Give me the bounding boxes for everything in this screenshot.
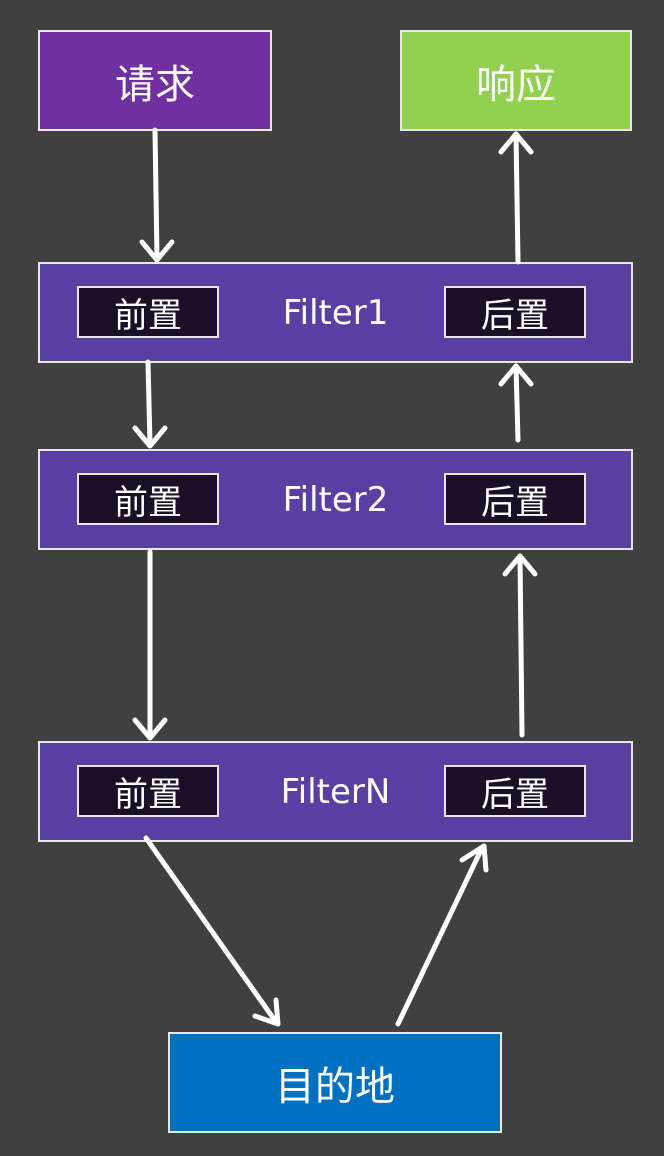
post-tag-label: 后置 xyxy=(481,295,549,336)
filter-name: Filter2 xyxy=(282,479,389,520)
arrow-down-icon xyxy=(143,835,281,1027)
response-box: 响应 xyxy=(400,30,632,131)
post-tag: 后置 xyxy=(444,473,586,525)
pre-tag-label: 前置 xyxy=(114,774,182,815)
arrow-up-icon xyxy=(395,843,489,1027)
arrow-down-icon xyxy=(139,127,175,263)
request-box: 请求 xyxy=(38,30,272,131)
pre-tag: 前置 xyxy=(77,286,219,338)
post-tag: 后置 xyxy=(444,286,586,338)
post-tag: 后置 xyxy=(444,765,586,817)
destination-box: 目的地 xyxy=(168,1032,502,1133)
filter-box-2: Filter2 前置 后置 xyxy=(38,449,633,550)
arrow-down-icon xyxy=(132,359,168,449)
post-tag-label: 后置 xyxy=(481,482,549,523)
request-label: 请求 xyxy=(115,61,195,108)
arrow-up-icon xyxy=(502,553,538,738)
destination-label: 目的地 xyxy=(275,1063,395,1110)
filter-name: FilterN xyxy=(280,771,391,812)
arrow-up-icon xyxy=(498,131,534,265)
pre-tag: 前置 xyxy=(77,473,219,525)
pre-tag: 前置 xyxy=(77,765,219,817)
filter-name: Filter1 xyxy=(282,292,389,333)
response-label: 响应 xyxy=(476,61,556,108)
pre-tag-label: 前置 xyxy=(114,295,182,336)
arrow-up-icon xyxy=(498,363,534,443)
arrow-down-icon xyxy=(132,549,168,741)
filter-box-1: Filter1 前置 后置 xyxy=(38,262,633,363)
filter-box-n: FilterN 前置 后置 xyxy=(38,741,633,842)
post-tag-label: 后置 xyxy=(481,774,549,815)
pre-tag-label: 前置 xyxy=(114,482,182,523)
